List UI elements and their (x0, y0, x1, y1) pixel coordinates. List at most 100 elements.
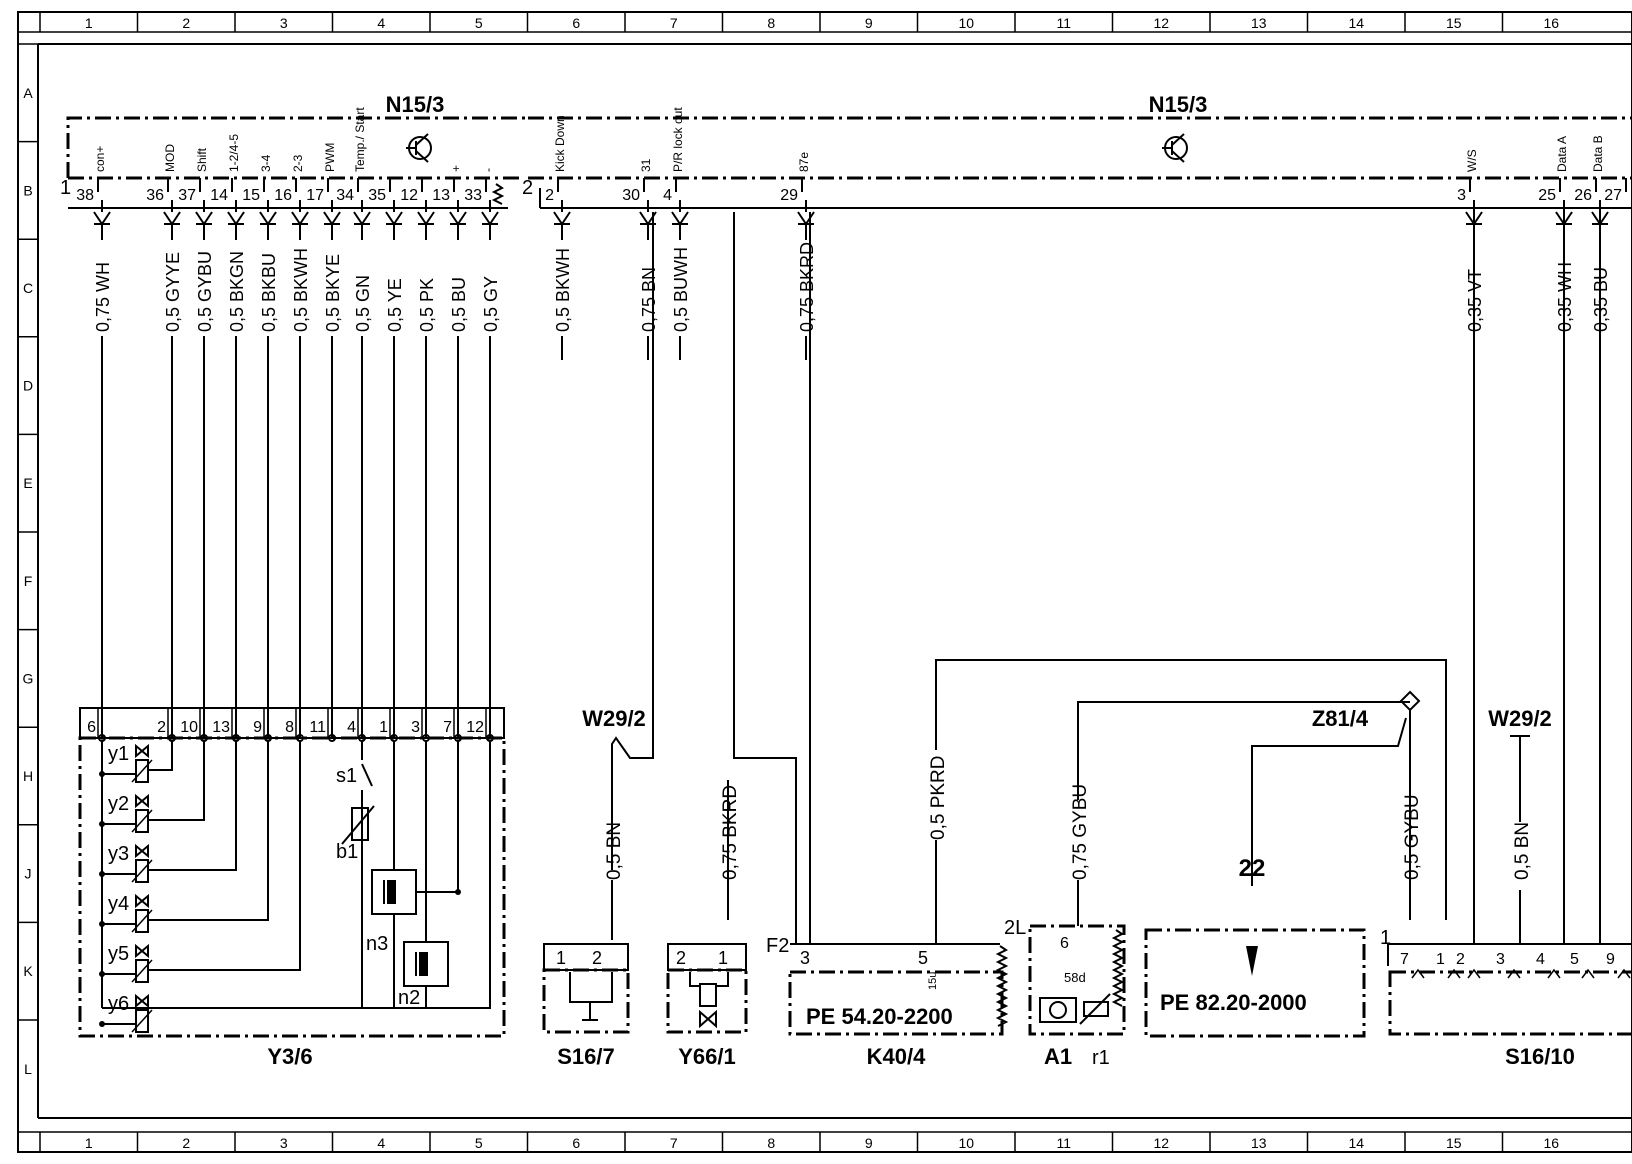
y66-1-wire-label: 0,75 BKRD (720, 785, 741, 880)
valve-label: y5 (108, 943, 129, 965)
n15-3-label-right: N15/3 (1149, 92, 1208, 117)
column-label-bottom: 8 (767, 1135, 775, 1151)
pin-signal-label: Data B (1591, 135, 1605, 172)
y3-6-plug-number: 6 (87, 719, 96, 736)
column-label-bottom: 14 (1348, 1135, 1364, 1151)
pin-number: 26 (1574, 187, 1592, 204)
terminal-arrow (323, 211, 341, 226)
a1-wire-label: 0,75 GYBU (1070, 784, 1091, 880)
valve-label: y2 (108, 793, 129, 815)
column-label-bottom: 2 (182, 1135, 190, 1151)
pin-number: 16 (274, 187, 292, 204)
k40-4-wire-label: 0,5 PKRD (928, 756, 949, 840)
wire-label: 0,5 BKYE (323, 254, 343, 332)
pin-signal-label: 87e (797, 152, 811, 172)
terminal-arrow (163, 211, 181, 226)
row-label: J (25, 866, 32, 882)
s16-7-label: S16/7 (557, 1044, 615, 1069)
y3-6-plug-number: 11 (309, 719, 326, 736)
valve-label: y3 (108, 843, 129, 865)
s16-10-pin-number: 7 (1400, 951, 1409, 968)
terminal-arrow (671, 211, 689, 226)
terminal-arrow (353, 211, 371, 226)
shield-ground-icon (491, 183, 505, 205)
s16-10-connector: 1 (1380, 927, 1391, 949)
transistor-icon (406, 133, 432, 163)
s16-10-pin-number: 1 (1436, 951, 1445, 968)
terminal-arrow (449, 211, 467, 226)
column-label-bottom: 15 (1446, 1135, 1462, 1151)
solenoid-valve: y3 (99, 740, 237, 883)
n15-3-pin: con+380,75 WH (76, 146, 113, 738)
wire-label: 0,75 BKRD (797, 242, 817, 332)
column-label-top: 2 (182, 15, 190, 31)
n15-3-pin: 27 (1604, 178, 1627, 204)
s16-7-component: S16/7 1 2 (542, 943, 630, 1069)
column-label-top: 16 (1543, 15, 1559, 31)
s16-10-pin-number: 9 (1606, 951, 1615, 968)
terminal-arrow (797, 211, 815, 226)
solenoid-valve: y6 (99, 993, 153, 1033)
n3-label: n3 (366, 933, 388, 955)
pin-signal-label: + (449, 165, 463, 172)
pin-number: 12 (400, 187, 418, 204)
n15-3-pin: -330,5 GY (464, 168, 501, 738)
pin-number: 17 (306, 187, 324, 204)
z81-4-label: Z81/4 (1312, 706, 1369, 731)
y66-1-pin-1: 1 (718, 948, 728, 968)
pin-signal-label: con+ (93, 146, 107, 172)
row-label: F (24, 573, 33, 589)
terminal-arrow (553, 211, 571, 226)
wire-label: 0,5 BKWH (291, 248, 311, 332)
pin-signal-label: - (481, 168, 495, 172)
column-label-bottom: 13 (1251, 1135, 1267, 1151)
n15-3-label-left: N15/3 (386, 92, 445, 117)
wire-label: 0,5 GN (353, 275, 373, 332)
pin-number: 4 (663, 187, 672, 204)
s16-7-pin-2: 2 (592, 948, 602, 968)
y3-6-label: Y3/6 (267, 1044, 312, 1069)
column-label-bottom: 5 (475, 1135, 483, 1151)
solenoid-valve: y5 (99, 740, 301, 983)
y3-6-plug-number: 9 (253, 719, 262, 736)
column-label-bottom: 4 (377, 1135, 385, 1151)
pin-number: 38 (76, 187, 94, 204)
column-label-top: 12 (1153, 15, 1169, 31)
pin-signal-label: PWM (323, 143, 337, 172)
row-label: G (23, 670, 34, 686)
solenoid-valve: y1 (99, 740, 173, 783)
a1-sub-label: r1 (1092, 1047, 1110, 1069)
s16-10-pin-number: 5 (1570, 951, 1579, 968)
terminal-arrow (259, 211, 277, 226)
ref-22-text: PE 82.20-2000 (1160, 990, 1307, 1015)
terminal-arrow (385, 211, 403, 226)
pin-signal-label: W/S (1465, 149, 1479, 172)
s16-10-pin-number: 2 (1456, 951, 1465, 968)
z81-4-connector: Z81/4 0,5 GYBU (1312, 690, 1423, 920)
pin-signal-label: P/R lock out (671, 107, 685, 172)
column-label-top: 11 (1056, 15, 1071, 31)
y66-1-component: Y66/1 2 1 0,75 BKRD (666, 212, 758, 1069)
y3-6-plug-number: 4 (347, 719, 356, 736)
valve-label: y4 (108, 893, 129, 915)
a1-component: 2L 6 58d A1 r1 0,75 GYBU (1004, 701, 1410, 1069)
valve-label: y1 (108, 743, 129, 765)
wire-label: 0,5 GYBU (195, 251, 215, 332)
column-label-bottom: 10 (958, 1135, 974, 1151)
row-label: D (23, 378, 33, 394)
w29-2-connector-a: W29/2 0,5 BN (582, 212, 654, 940)
row-label: H (23, 768, 33, 784)
switch-s1: s1 (336, 740, 373, 1008)
k40-4-pin5-signal: 15u (927, 972, 939, 990)
k40-4-pin-3: 3 (800, 948, 810, 968)
pin-number: 37 (178, 187, 196, 204)
column-label-top: 9 (865, 15, 873, 31)
z81-4-wire-label: 0,5 GYBU (1402, 794, 1423, 880)
